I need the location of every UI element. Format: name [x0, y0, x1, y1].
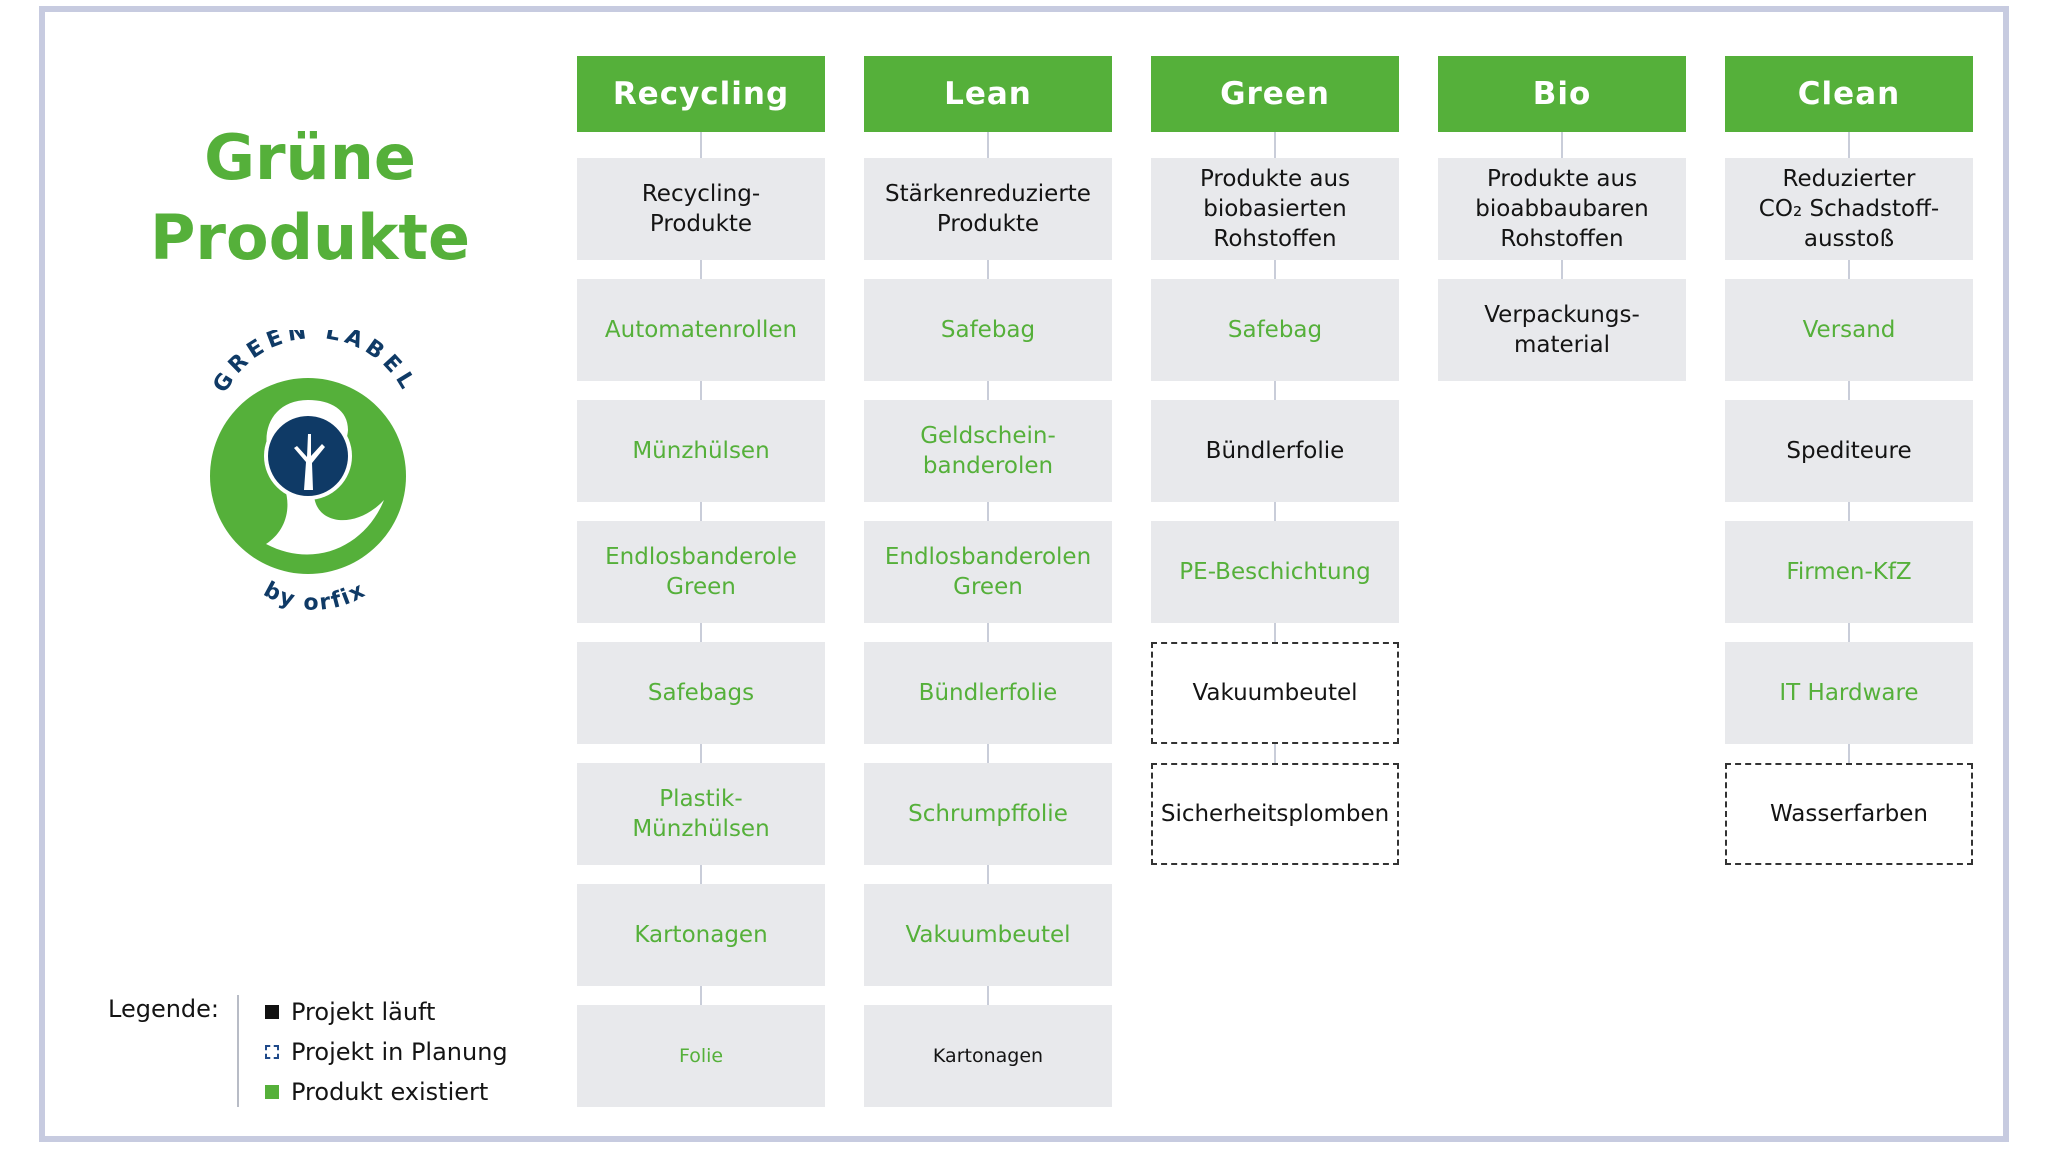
logo-sub-text: by orfix [259, 577, 370, 615]
box-label: IT Hardware [1779, 680, 1919, 706]
box-label: Vakuumbeutel [905, 922, 1071, 948]
title-line-1: Grüne [204, 121, 416, 194]
product-box: Bündlerfolie [1151, 400, 1399, 502]
box-label: PE-Beschichtung [1179, 559, 1371, 585]
box-label: Folie [678, 1045, 724, 1067]
category-box: Reduzierter CO₂ Schadstoff- ausstoß [1725, 158, 1973, 260]
product-box: Vakuumbeutel [864, 884, 1112, 986]
product-box: Wasserfarben [1725, 763, 1973, 865]
box-label: Firmen-KfZ [1786, 559, 1912, 585]
box-label: Reduzierter CO₂ Schadstoff- ausstoß [1758, 166, 1940, 252]
box-label: Safebag [1227, 317, 1323, 343]
product-box: Safebag [1151, 279, 1399, 381]
box-label: Produkte aus bioabbaubaren Rohstoffen [1475, 166, 1649, 252]
product-box: Endlosbanderole Green [577, 521, 825, 623]
product-box: Automatenrollen [577, 279, 825, 381]
product-box: Folie [577, 1005, 825, 1107]
category-box: Verpackungs- material [1438, 279, 1686, 381]
legend-item-label: Projekt läuft [291, 998, 436, 1026]
box-label: Münzhülsen [632, 438, 770, 464]
product-box: Vakuumbeutel [1151, 642, 1399, 744]
product-box: Safebags [577, 642, 825, 744]
box-label: Automatenrollen [604, 317, 798, 343]
legend-divider [237, 995, 239, 1107]
box-label: Kartonagen [932, 1045, 1044, 1067]
box-label: Verpackungs- material [1484, 302, 1640, 358]
green-label-logo: GREEN LABEL by orfix [209, 330, 417, 616]
product-box: Schrumpffolie [864, 763, 1112, 865]
filled-square-icon [265, 1085, 279, 1099]
box-label: Geldschein- banderolen [920, 423, 1056, 479]
dashed-square-icon [265, 1045, 279, 1059]
box-label: Schrumpffolie [908, 801, 1068, 827]
product-box: Geldschein- banderolen [864, 400, 1112, 502]
product-box: PE-Beschichtung [1151, 521, 1399, 623]
product-box: Kartonagen [577, 884, 825, 986]
box-label: Wasserfarben [1770, 801, 1928, 827]
box-label: Stärkenreduzierte Produkte [885, 181, 1091, 237]
box-label: Produkte aus biobasierten Rohstoffen [1199, 166, 1351, 252]
filled-square-icon [265, 1005, 279, 1019]
product-box: Versand [1725, 279, 1973, 381]
product-box: IT Hardware [1725, 642, 1973, 744]
title-line-2: Produkte [149, 201, 471, 274]
legend-item-label: Projekt in Planung [291, 1038, 508, 1066]
box-label: Endlosbanderolen Green [884, 544, 1092, 600]
legend-item: Produkt existiert [265, 1078, 488, 1106]
category-box: Produkte aus biobasierten Rohstoffen [1151, 158, 1399, 260]
category-box: Produkte aus bioabbaubaren Rohstoffen [1438, 158, 1686, 260]
product-box: Kartonagen [864, 1005, 1112, 1107]
product-box: Firmen-KfZ [1725, 521, 1973, 623]
box-label: Bündlerfolie [1205, 438, 1345, 464]
page-title: Grüne Produkte [140, 118, 480, 278]
box-label: Versand [1802, 317, 1896, 343]
product-box: Spediteure [1725, 400, 1973, 502]
column-header: Clean [1725, 56, 1973, 132]
category-box: Recycling- Produkte [577, 158, 825, 260]
box-label: Vakuumbeutel [1192, 680, 1358, 706]
product-box: Endlosbanderolen Green [864, 521, 1112, 623]
legend-item: Projekt in Planung [265, 1038, 508, 1066]
product-box: Sicherheitsplomben [1151, 763, 1399, 865]
box-label: Kartonagen [634, 922, 768, 948]
tree-icon [294, 434, 325, 490]
column-header: Lean [864, 56, 1112, 132]
box-label: Plastik- Münzhülsen [632, 786, 770, 842]
column-header: Bio [1438, 56, 1686, 132]
column-header: Recycling [577, 56, 825, 132]
box-label: Safebags [647, 680, 755, 706]
box-label: Recycling- Produkte [641, 181, 761, 237]
box-label: Spediteure [1786, 438, 1912, 464]
legend-label: Legende: [108, 995, 220, 1023]
product-box: Plastik- Münzhülsen [577, 763, 825, 865]
box-label: Safebag [940, 317, 1036, 343]
box-label: Bündlerfolie [918, 680, 1058, 706]
product-box: Münzhülsen [577, 400, 825, 502]
category-box: Stärkenreduzierte Produkte [864, 158, 1112, 260]
legend-item-label: Produkt existiert [291, 1078, 489, 1106]
legend-item: Projekt läuft [265, 998, 435, 1026]
column-header: Green [1151, 56, 1399, 132]
product-box: Safebag [864, 279, 1112, 381]
box-label: Endlosbanderole Green [605, 544, 797, 600]
box-label: Sicherheitsplomben [1160, 801, 1390, 827]
product-box: Bündlerfolie [864, 642, 1112, 744]
